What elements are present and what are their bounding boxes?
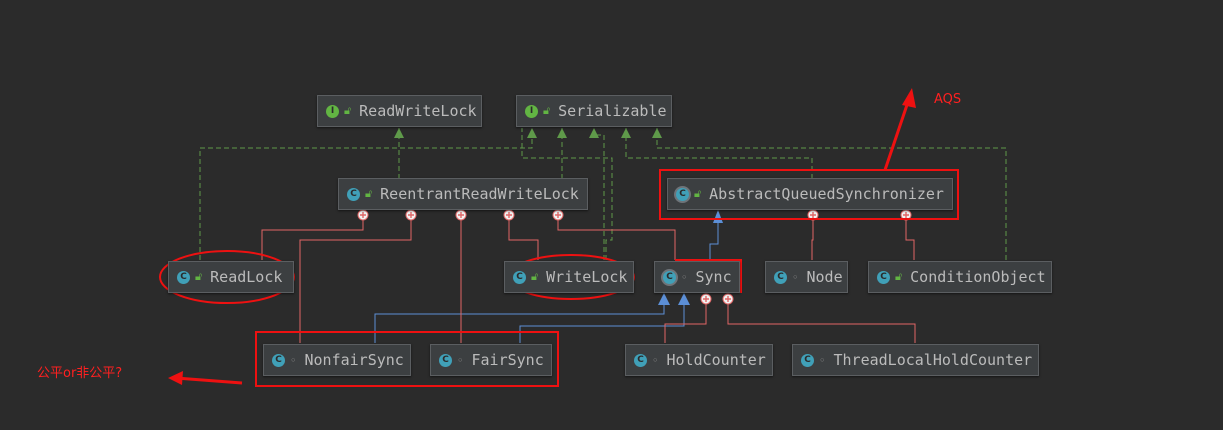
class-icon: C [439, 353, 452, 367]
node-label: Sync [695, 268, 732, 286]
public-lock-icon: 🔓︎ [694, 187, 702, 200]
node-label: FairSync [471, 351, 544, 369]
node-label: ConditionObject [910, 268, 1046, 286]
package-private-icon: ◦ [652, 353, 659, 367]
abstract-class-icon: C [676, 187, 689, 201]
aqs-highlight-box [659, 169, 959, 220]
class-icon: C [774, 270, 787, 284]
implements-arrowheads [394, 128, 662, 138]
package-private-icon: ◦ [792, 270, 799, 284]
node-label: ReentrantReadWriteLock [380, 185, 579, 203]
node-label: Serializable [558, 102, 667, 120]
node-label: NonfairSync [304, 351, 404, 369]
fair-arrow-line [175, 376, 243, 385]
fair-sync-highlight-box [255, 331, 559, 387]
package-private-icon: ◦ [681, 270, 688, 284]
class-icon: C [877, 270, 890, 284]
annotation-arrowheads [168, 88, 916, 385]
fair-arrowhead [168, 371, 183, 385]
class-icon: C [272, 353, 285, 367]
public-lock-icon: 🔓︎ [195, 270, 203, 283]
node-readwritelock[interactable]: I 🔓︎ ReadWriteLock [317, 95, 482, 127]
public-lock-icon: 🔓︎ [543, 104, 551, 117]
node-threadlocalholdcounter[interactable]: C ◦ ThreadLocalHoldCounter [792, 344, 1039, 376]
public-lock-icon: 🔓︎ [531, 270, 539, 283]
aqs-annotation: AQS [934, 92, 962, 107]
inner-class-edges [261, 215, 916, 343]
node-sync[interactable]: C ◦ Sync [654, 261, 740, 293]
package-private-icon: ◦ [290, 353, 297, 367]
public-lock-icon: 🔓︎ [344, 104, 352, 117]
class-icon: C [177, 270, 190, 284]
node-node[interactable]: C ◦ Node [765, 261, 848, 293]
node-fairsync[interactable]: C ◦ FairSync [430, 344, 552, 376]
node-label: Node [806, 268, 843, 286]
class-icon: C [347, 187, 360, 201]
class-icon: C [513, 270, 526, 284]
public-lock-icon: 🔓︎ [895, 270, 903, 283]
class-icon: C [634, 353, 647, 367]
readlock-highlight-ellipse [159, 250, 295, 304]
abstract-class-icon: C [663, 270, 676, 284]
node-writelock[interactable]: C 🔓︎ WriteLock [504, 261, 634, 293]
node-label: WriteLock [546, 268, 628, 286]
fair-question-annotation: 公平or非公平? [37, 366, 123, 381]
aqs-arrowhead [902, 88, 916, 108]
public-lock-icon: 🔓︎ [365, 187, 373, 200]
extends-edges [374, 223, 719, 343]
node-label: ReadLock [210, 268, 283, 286]
node-conditionobject[interactable]: C 🔓︎ ConditionObject [868, 261, 1052, 293]
node-label: AbstractQueuedSynchronizer [709, 185, 944, 203]
node-label: ReadWriteLock [359, 102, 477, 120]
inner-class-marker-plus [360, 212, 909, 302]
node-nonfairsync[interactable]: C ◦ NonfairSync [263, 344, 411, 376]
node-holdcounter[interactable]: C ◦ HoldCounter [625, 344, 773, 376]
interface-icon: I [525, 104, 538, 118]
highlight-annotations [159, 95, 959, 387]
package-private-icon: ◦ [457, 353, 464, 367]
node-label: ThreadLocalHoldCounter [833, 351, 1033, 369]
interface-icon: I [326, 104, 339, 118]
package-private-icon: ◦ [819, 353, 826, 367]
class-icon: C [801, 353, 814, 367]
node-readlock[interactable]: C 🔓︎ ReadLock [168, 261, 294, 293]
node-abstractqueuedsynchronizer[interactable]: C 🔓︎ AbstractQueuedSynchronizer [667, 178, 953, 210]
node-label: HoldCounter [666, 351, 766, 369]
node-serializable[interactable]: I 🔓︎ Serializable [516, 95, 672, 127]
node-reentrantreadwritelock[interactable]: C 🔓︎ ReentrantReadWriteLock [338, 178, 588, 210]
aqs-arrow-line [883, 95, 912, 171]
